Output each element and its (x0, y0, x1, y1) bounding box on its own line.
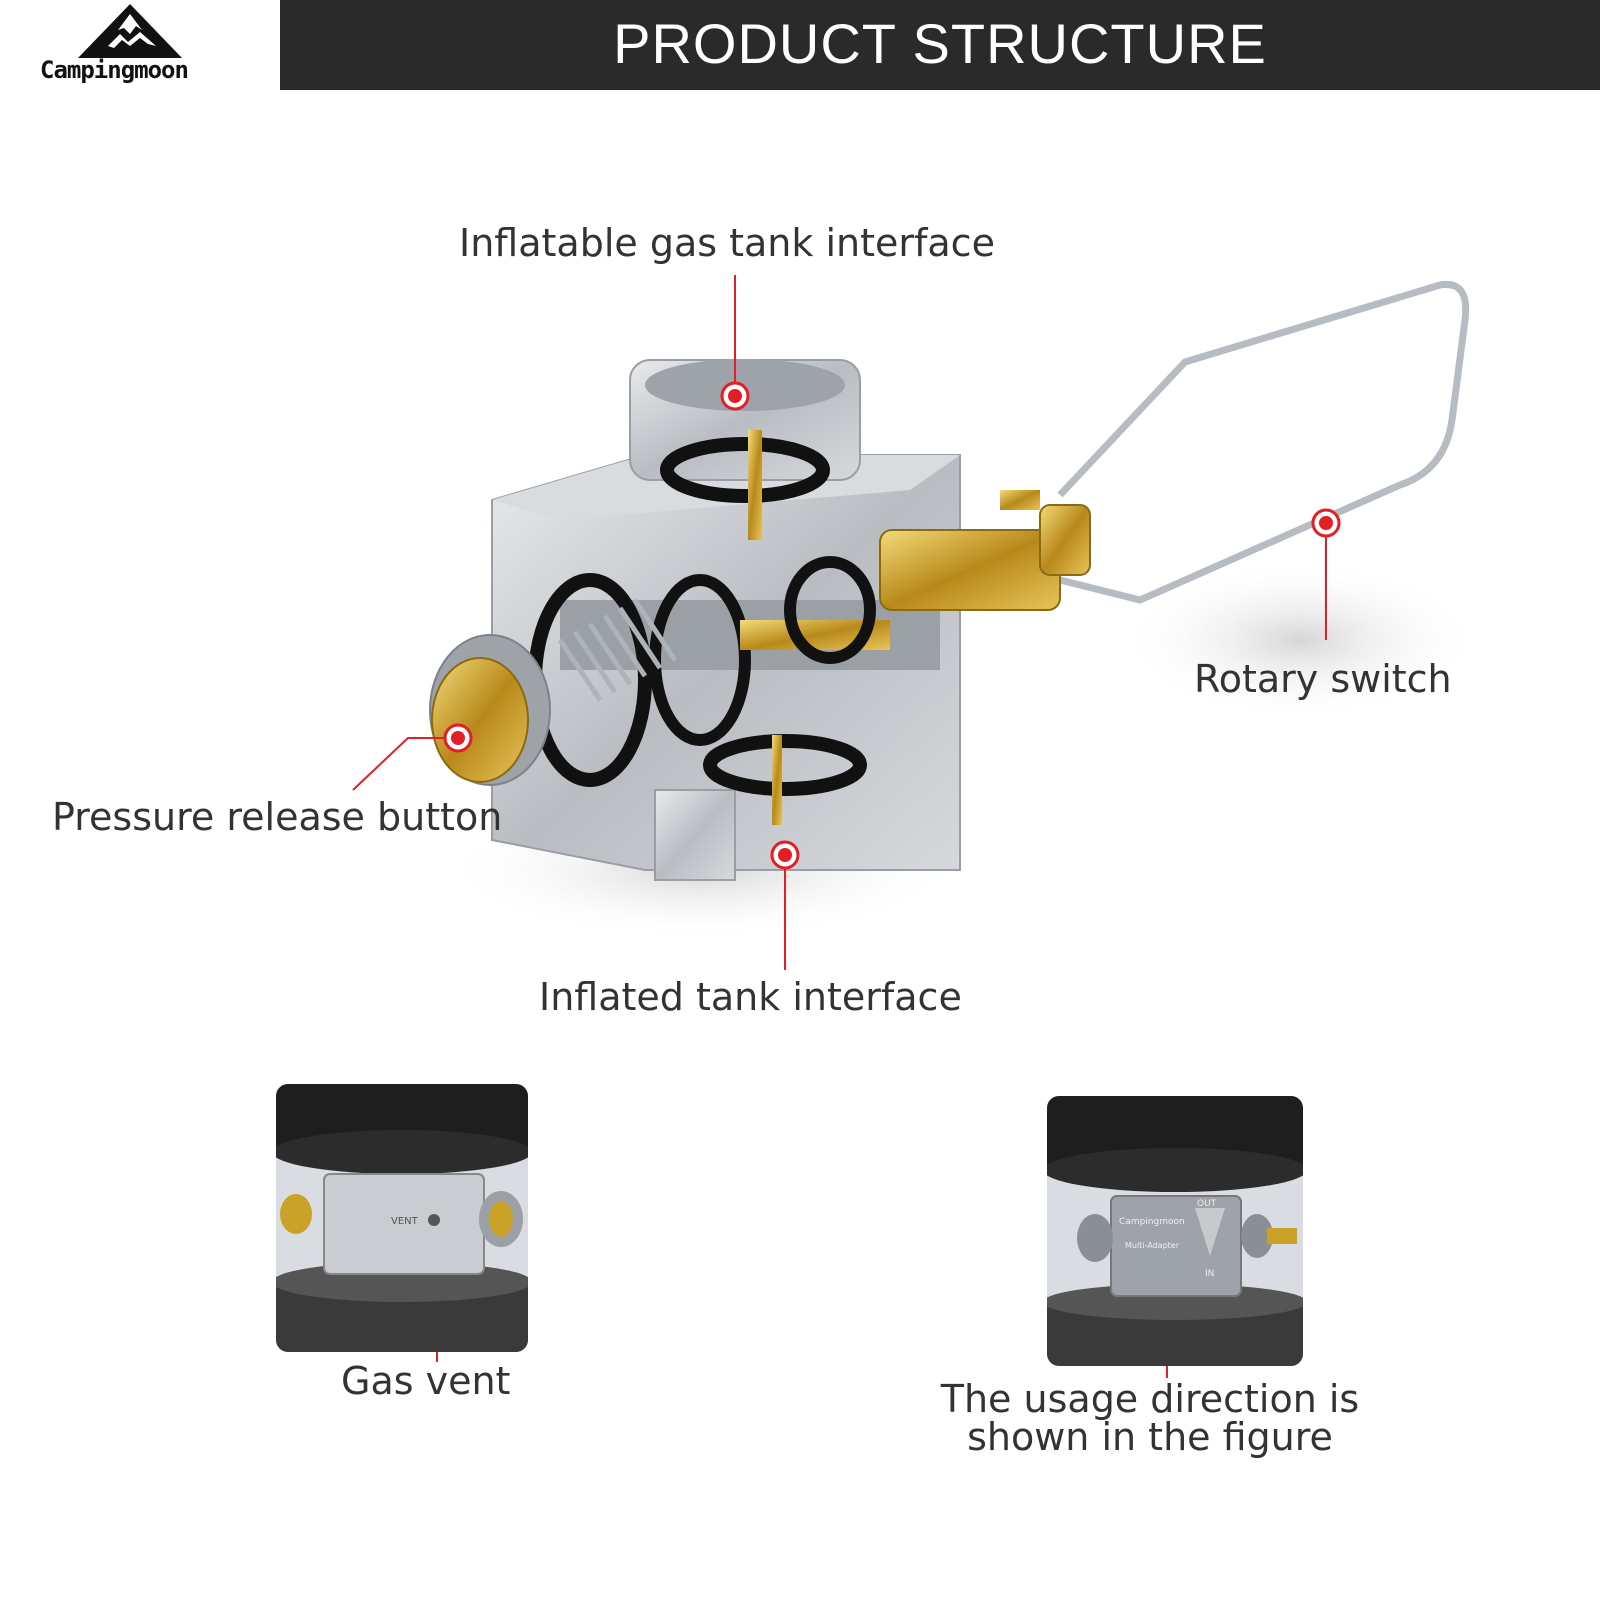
usage-direction-photo-art: OUT Campingmoon Multi-Adapter IN (1047, 1096, 1303, 1366)
label-inflatable-interface: Inflatable gas tank interface (459, 221, 995, 265)
marker-rotary-dot (1319, 516, 1333, 530)
brand-name: Campingmoon (40, 56, 189, 84)
marker-top-dot (728, 389, 742, 403)
handle-shadow (1120, 560, 1480, 720)
page-title: PRODUCT STRUCTURE (613, 12, 1267, 75)
rotary-switch-handle (1057, 280, 1470, 604)
usage-direction-photo: OUT Campingmoon Multi-Adapter IN (1047, 1096, 1303, 1366)
mountain-logo-icon (78, 4, 182, 58)
marker-inflated-dot (778, 848, 792, 862)
label-pressure-release: Pressure release button (52, 795, 503, 839)
adapter-body (429, 359, 1091, 881)
direction-model-marking: Multi-Adapter (1125, 1241, 1180, 1250)
label-usage-direction: The usage direction is shown in the figu… (940, 1377, 1360, 1459)
direction-in-marking: IN (1205, 1269, 1214, 1279)
direction-out-marking: OUT (1197, 1199, 1217, 1209)
marker-pressure-dot (451, 731, 465, 745)
title-bar (280, 0, 1600, 90)
leader-line-pressure (352, 737, 458, 791)
label-inflated-interface: Inflated tank interface (539, 975, 962, 1019)
vent-marking: VENT (391, 1216, 419, 1227)
gas-vent-photo: VENT (276, 1084, 528, 1352)
gas-vent-photo-art: VENT (276, 1084, 528, 1352)
label-gas-vent: Gas vent (341, 1359, 511, 1403)
direction-brand-marking: Campingmoon (1119, 1217, 1185, 1227)
brand-logo (0, 0, 275, 90)
label-rotary-switch: Rotary switch (1194, 657, 1452, 701)
